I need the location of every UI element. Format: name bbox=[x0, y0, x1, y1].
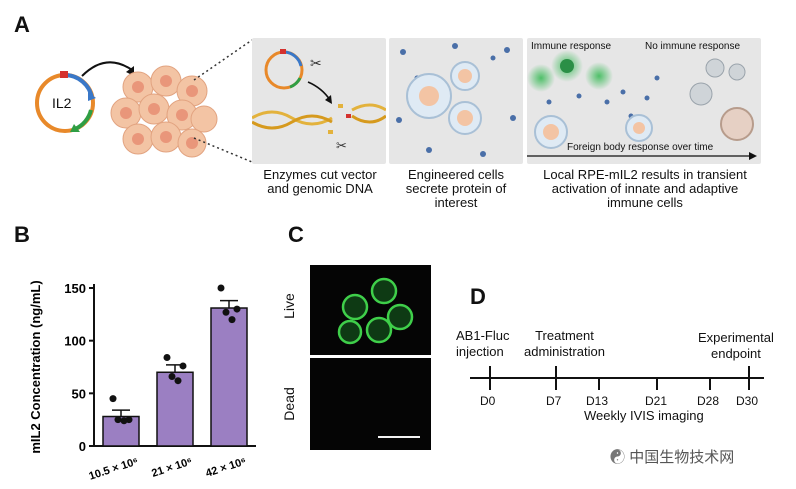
data-point bbox=[168, 372, 176, 380]
svg-text:✂: ✂ bbox=[336, 138, 347, 153]
y-tick-label: 50 bbox=[72, 386, 86, 401]
dead-stain-image bbox=[310, 358, 431, 450]
imaging-label: Weekly IVIS imaging bbox=[584, 408, 704, 423]
panel-label-c: C bbox=[288, 222, 304, 247]
caption-step3: Local RPE-mIL2 results in transient acti… bbox=[543, 167, 747, 210]
dna-cut-illustration: ✂ ✂ bbox=[251, 49, 387, 153]
panel-a-step1: ✂ ✂ bbox=[251, 38, 387, 164]
immune-response-label: Immune response bbox=[531, 41, 612, 52]
y-axis-label: mIL2 Concentration (ng/mL) bbox=[28, 280, 43, 453]
panel-a-step2 bbox=[389, 38, 523, 164]
y-tick-label: 150 bbox=[64, 281, 86, 296]
live-stain-image bbox=[310, 265, 431, 355]
panel-label-b: B bbox=[14, 222, 30, 247]
data-point bbox=[174, 377, 182, 385]
plasmid-label: IL2 bbox=[52, 95, 72, 111]
data-point bbox=[228, 316, 236, 324]
x-tick-label: 42 × 10⁶ bbox=[204, 455, 248, 479]
data-point bbox=[222, 308, 230, 316]
cell-cluster-icon bbox=[110, 65, 218, 158]
x-tick-label: 10.5 × 10⁶ bbox=[87, 455, 139, 482]
engineered-cells-illustration bbox=[396, 43, 516, 157]
panel-label-d: D bbox=[470, 284, 486, 309]
bar bbox=[210, 307, 248, 447]
timeline-axis bbox=[470, 366, 764, 390]
data-point bbox=[233, 305, 241, 313]
tick-d0: D0 bbox=[480, 394, 496, 408]
tick-d28: D28 bbox=[697, 394, 720, 408]
immune-cells-illustration bbox=[527, 50, 757, 160]
y-tick-label: 100 bbox=[64, 334, 86, 349]
watermark: ☯ 中国生物技术网 bbox=[610, 449, 735, 466]
data-point bbox=[179, 362, 187, 370]
panel-a-step3: Immune response No immune response Forei… bbox=[527, 38, 761, 164]
caption-step1: Enzymes cut vector and genomic DNA bbox=[263, 167, 377, 196]
x-tick-label: 21 × 10⁶ bbox=[150, 455, 194, 479]
data-point bbox=[114, 416, 122, 424]
y-tick-label: 0 bbox=[79, 439, 86, 454]
plasmid-icon bbox=[35, 71, 96, 133]
tick-d13: D13 bbox=[586, 394, 609, 408]
event-injection: AB1-Fluc injection bbox=[456, 328, 510, 359]
bar-chart: 0 50 100 150 mIL2 Concentration (ng/mL) 10.5 … bbox=[28, 280, 256, 483]
scale-bar bbox=[378, 436, 420, 438]
tick-d21: D21 bbox=[645, 394, 668, 408]
foreign-body-label: Foreign body response over time bbox=[567, 142, 714, 153]
tick-d7: D7 bbox=[546, 394, 562, 408]
dead-label: Dead bbox=[281, 387, 297, 421]
zoom-lines bbox=[193, 39, 253, 163]
panel-label-a: A bbox=[14, 12, 30, 37]
fluorescent-cells bbox=[337, 277, 414, 345]
event-treatment: Treatment administration bbox=[524, 328, 605, 359]
caption-step2: Engineered cells secrete protein of inte… bbox=[405, 167, 507, 210]
data-point bbox=[163, 354, 171, 362]
live-label: Live bbox=[281, 293, 297, 319]
data-point bbox=[120, 417, 128, 425]
svg-text:✂: ✂ bbox=[310, 55, 322, 71]
event-endpoint: Experimental endpoint bbox=[698, 330, 774, 361]
data-point bbox=[109, 395, 117, 403]
no-immune-response-label: No immune response bbox=[645, 41, 741, 52]
bar bbox=[156, 371, 194, 447]
wechat-icon: ☯ bbox=[610, 449, 626, 466]
data-point bbox=[217, 284, 225, 292]
tick-d30: D30 bbox=[736, 394, 759, 408]
